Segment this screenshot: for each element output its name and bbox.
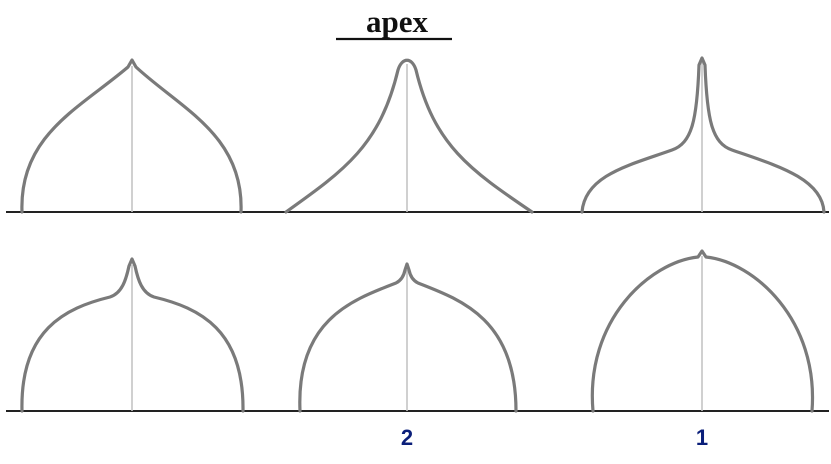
apex-shape-2 [284, 58, 534, 214]
apex-shape-1 [20, 58, 243, 214]
label-2: 2 [401, 425, 413, 450]
label-1: 1 [696, 425, 708, 450]
apex-outline [284, 58, 534, 214]
apex-shape-6 [590, 249, 815, 413]
apex-outline [298, 262, 518, 413]
apex-outline [20, 257, 245, 413]
apex-outline [580, 56, 826, 214]
apex-shape-4 [20, 257, 245, 413]
diagram-title: apex [366, 4, 429, 39]
apex-shape-5 [298, 262, 518, 413]
apex-shape-3 [580, 56, 826, 214]
apex-outline [590, 249, 815, 413]
apex-outline [20, 58, 243, 214]
